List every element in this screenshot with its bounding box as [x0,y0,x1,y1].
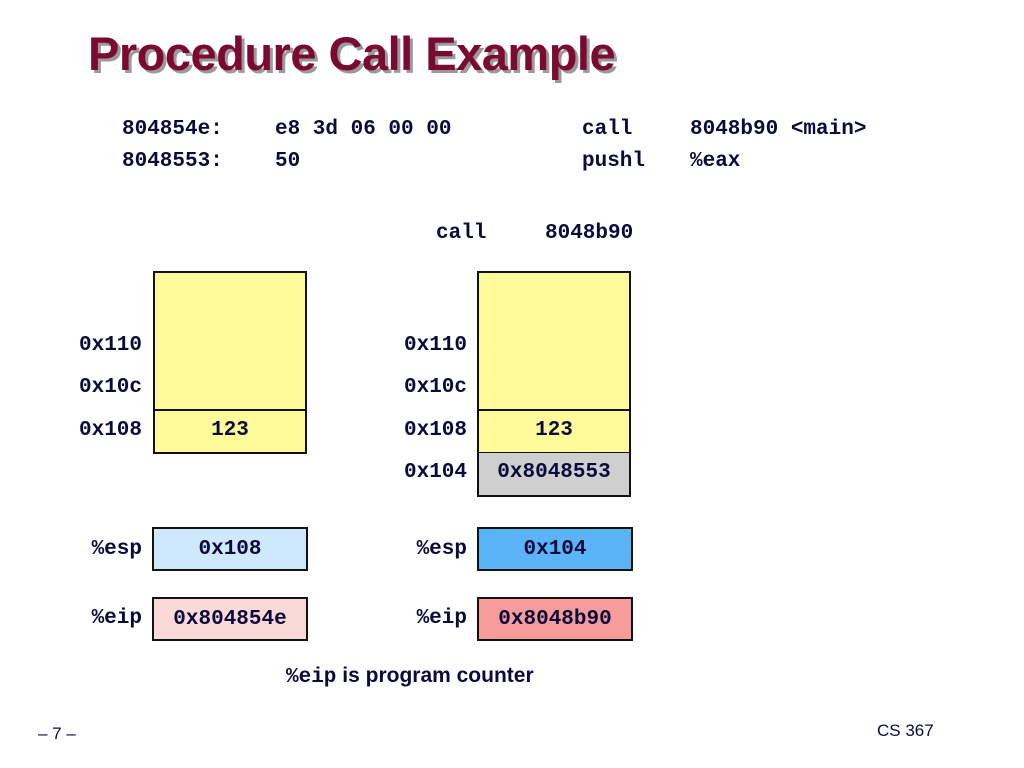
after-stack: 123 0x8048553 [477,271,631,497]
after-esp-label: %esp [416,538,467,561]
code-addr-1: 804854e: [122,118,223,141]
before-esp-value: 0x108 [198,537,262,561]
after-eip-value: 0x8048b90 [498,607,612,631]
after-esp-register: 0x104 [477,527,633,571]
code-bytes-2: 50 [275,150,301,173]
after-label-0x110: 0x110 [403,334,467,357]
code-args-1: 8048b90 <main> [690,118,867,141]
before-eip-register: 0x804854e [152,597,308,641]
page-number: – 7 – [38,724,76,743]
before-esp-label: %esp [91,538,142,561]
caption-op: call [436,222,487,245]
before-eip-label: %eip [91,607,142,630]
before-label-0x10c: 0x10c [78,376,142,399]
after-label-0x10c: 0x10c [403,376,467,399]
code-op-2: pushl [582,150,646,173]
before-label-0x110: 0x110 [78,334,142,357]
code-op-1: call [582,118,633,141]
after-label-0x104: 0x104 [403,461,467,484]
before-slot-divider [155,409,305,411]
after-stack-value-0x108: 123 [535,419,573,442]
code-bytes-1: e8 3d 06 00 00 [275,118,452,141]
before-stack: 123 [153,271,307,454]
after-eip-label: %eip [416,607,467,630]
after-label-0x108: 0x108 [403,419,467,442]
course-label: CS 367 [877,721,934,740]
after-slot-divider-1 [479,409,629,411]
before-esp-register: 0x108 [152,527,308,571]
before-stack-value-0x108: 123 [211,419,249,442]
before-eip-value: 0x804854e [173,607,287,631]
after-esp-value: 0x104 [523,537,587,561]
code-args-2: %eax [690,150,741,173]
after-return-address-slot: 0x8048553 [479,453,629,495]
after-stack-value-0x104: 0x8048553 [497,461,611,484]
caption-arg: 8048b90 [545,222,634,245]
before-label-0x108: 0x108 [78,419,142,442]
note-text: is program counter [342,664,534,687]
code-addr-2: 8048553: [122,150,223,173]
after-eip-register: 0x8048b90 [477,597,633,641]
slide-title: Procedure Call Example [88,27,616,80]
note-code: %eip [286,666,337,689]
program-counter-note: %eip is program counter [286,664,534,689]
